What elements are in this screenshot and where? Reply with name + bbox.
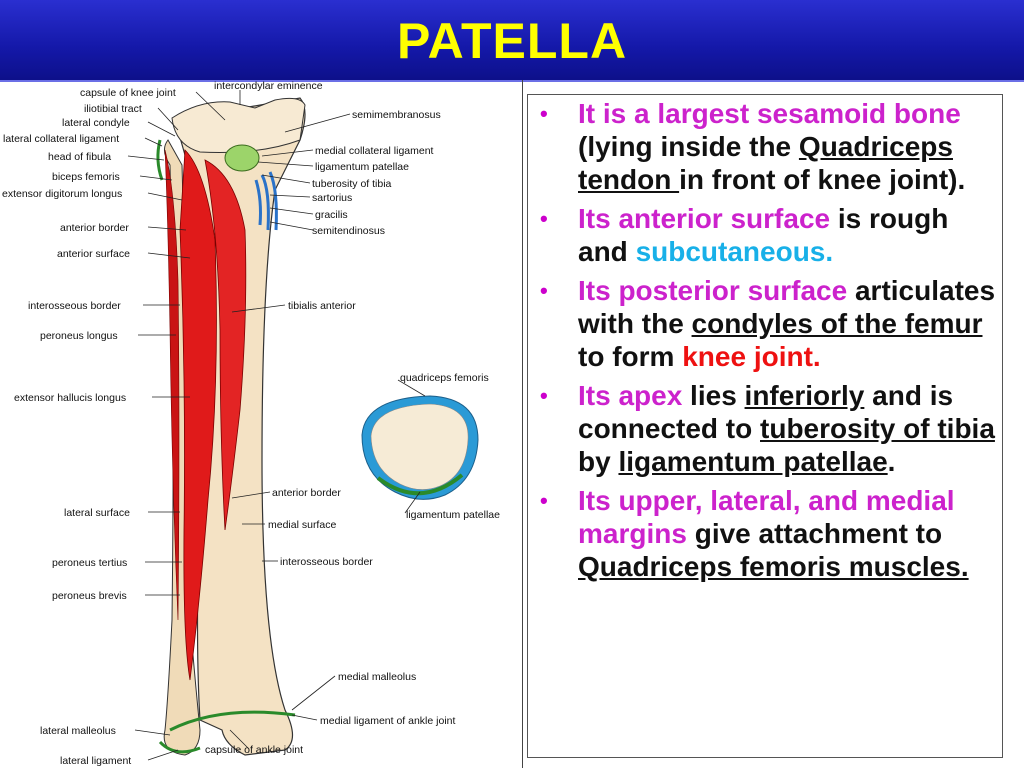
label-peroneus-tertius: peroneus tertius: [52, 557, 127, 569]
bullet-segment: Quadriceps femoris muscles.: [578, 551, 969, 582]
label-medial-collateral-ligament: medial collateral ligament: [315, 145, 434, 157]
bullet-segment: (lying inside the: [578, 131, 799, 162]
bullet-dot-icon: •: [540, 278, 548, 303]
tibia-fibula-diagram: capsule of knee joint iliotibial tract l…: [0, 80, 523, 768]
bullet-segment: tuberosity of tibia: [760, 413, 995, 444]
bullet-item: • Its apex lies inferiorly and is connect…: [536, 379, 996, 478]
label-capsule-of-knee-joint: capsule of knee joint: [80, 87, 176, 99]
bullet-segment: Its apex: [578, 380, 683, 411]
bullet-dot-icon: •: [540, 101, 548, 126]
bullet-dot-icon: •: [540, 383, 548, 408]
label-interosseous-border-left: interosseous border: [28, 300, 121, 312]
label-biceps-femoris: biceps femoris: [52, 171, 120, 183]
bullet-segment: condyles of the femur: [691, 308, 983, 339]
label-ligamentum-patellae-patella: ligamentum patellae: [406, 509, 500, 521]
slide-title: PATELLA: [396, 13, 628, 69]
label-intercondylar-eminence: intercondylar eminence: [214, 80, 323, 92]
label-anterior-border-left: anterior border: [60, 222, 129, 234]
anatomy-illustration: capsule of knee joint iliotibial tract l…: [2, 80, 500, 767]
label-tuberosity-of-tibia: tuberosity of tibia: [312, 178, 392, 190]
ankle-capsule: [169, 710, 296, 732]
bullet-dot-icon: •: [540, 206, 548, 231]
bullet-segment: Its upper, lateral, and medial margins: [578, 485, 955, 549]
patella-figure: [361, 395, 479, 500]
label-peroneus-longus: peroneus longus: [40, 330, 118, 342]
bullet-segment: knee joint.: [682, 341, 821, 372]
bullet-segment: articulates with the: [578, 275, 996, 339]
bullet-item: •Its upper, lateral, and medial margins …: [536, 484, 996, 583]
label-sartorius: sartorius: [312, 192, 352, 204]
left-leader-lines: [127, 91, 226, 761]
title-bar: PATELLA: [0, 0, 1024, 82]
bullet-dot-icon: •: [540, 488, 548, 513]
lateral-ligament-ankle: [158, 740, 201, 754]
bullet-segment: to form: [578, 341, 683, 372]
tibialis-anterior-muscle: [204, 159, 247, 531]
bullet-segment: is rough and: [578, 203, 949, 267]
label-extensor-hallucis-longus: extensor hallucis longus: [14, 392, 126, 404]
bullet-segment: subcutaneous.: [635, 236, 834, 267]
bullet-segment: It is a largest sesamoid bone: [578, 98, 961, 129]
bullet-segment: Quadriceps tendon: [578, 131, 953, 195]
label-lateral-surface: lateral surface: [64, 507, 130, 519]
tibial-plateau: [171, 97, 306, 153]
label-lateral-malleolus: lateral malleolus: [40, 725, 116, 737]
bullet-segment: give attachment to: [686, 518, 943, 549]
label-lateral-condyle: lateral condyle: [62, 117, 130, 129]
label-lateral-ligament: lateral ligament: [60, 755, 131, 767]
peroneus-muscles: [164, 149, 180, 621]
ligamentum-patellae-stub: [224, 144, 260, 172]
label-gracilis: gracilis: [315, 209, 348, 221]
label-capsule-of-ankle-joint: capsule of ankle joint: [205, 744, 303, 756]
label-peroneus-brevis: peroneus brevis: [52, 590, 127, 602]
bullet-segment: by: [578, 446, 619, 477]
label-tibialis-anterior: tibialis anterior: [288, 300, 356, 312]
bullet-text-box: • It is a largest sesamoid bone (lying in…: [527, 94, 1003, 758]
bullet-segment: lies: [682, 380, 745, 411]
bullet-segment: and is connected to: [578, 380, 954, 444]
bullet-segment: Its anterior surface: [578, 203, 831, 234]
label-anterior-surface: anterior surface: [57, 248, 130, 260]
label-anterior-border-right: anterior border: [272, 487, 341, 499]
collateral-ligament: [156, 139, 164, 181]
label-lateral-collateral-ligament: lateral collateral ligament: [3, 133, 119, 145]
label-medial-malleolus: medial malleolus: [338, 671, 416, 683]
label-ligamentum-patellae: ligamentum patellae: [315, 161, 409, 173]
label-quadriceps-femoris: quadriceps femoris: [400, 372, 489, 384]
label-semimembranosus: semimembranosus: [352, 109, 441, 121]
bullet-list: • It is a largest sesamoid bone (lying in…: [536, 97, 996, 589]
label-semitendinosus: semitendinosus: [312, 225, 385, 237]
label-extensor-digitorum-longus: extensor digitorum longus: [2, 188, 122, 200]
label-interosseous-border-right: interosseous border: [280, 556, 373, 568]
label-medial-surface: medial surface: [268, 519, 336, 531]
right-leader-lines: [229, 90, 426, 749]
extensor-muscles: [179, 149, 217, 681]
bullet-segment: ligamentum patellae: [618, 446, 888, 477]
bullet-item: • Its anterior surface is rough and subcu…: [536, 202, 996, 268]
label-medial-ligament-of-ankle-joint: medial ligament of ankle joint: [320, 715, 455, 727]
bullet-segment: Its posterior surface: [578, 275, 848, 306]
label-head-of-fibula: head of fibula: [48, 151, 111, 163]
bullet-segment: .: [887, 446, 896, 477]
bullet-item: • Its posterior surface articulates with …: [536, 274, 996, 373]
bullet-segment: in front of knee joint).: [679, 164, 966, 195]
bullet-segment: inferiorly: [744, 380, 865, 411]
label-iliotibial-tract: iliotibial tract: [84, 103, 142, 115]
bullet-item: • It is a largest sesamoid bone (lying in…: [536, 97, 996, 196]
